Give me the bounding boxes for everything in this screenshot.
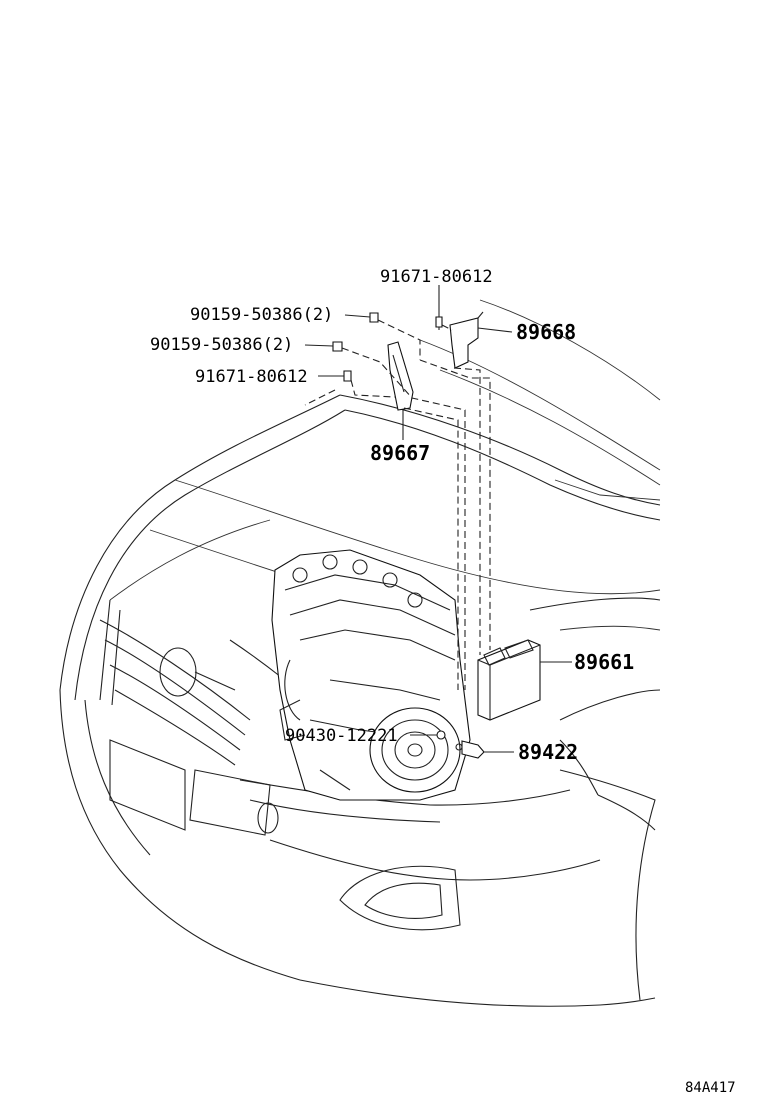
bracket-89667-part — [387, 341, 414, 411]
screw-a — [369, 312, 379, 323]
label-bolt-left: 91671-80612 — [195, 367, 308, 387]
label-bracket-left: 89667 — [370, 441, 430, 465]
label-sensor: 89422 — [518, 740, 578, 764]
leader-lines — [304, 285, 572, 753]
ecu-part — [477, 639, 541, 721]
part-labels: 91671-80612 89668 90159-50386(2) 90159-5… — [150, 267, 736, 1096]
gasket-part — [436, 730, 446, 740]
assembly-lines — [304, 319, 491, 690]
bracket-89668-part — [449, 311, 484, 369]
bolt-left — [343, 370, 352, 382]
label-bracket-right: 89668 — [516, 320, 576, 344]
label-screw-a: 90159-50386(2) — [190, 305, 333, 325]
label-gasket: 90430-12221 — [285, 726, 398, 746]
diagram-code: 84A417 — [685, 1080, 736, 1096]
screw-b — [332, 341, 343, 352]
label-bolt-top: 91671-80612 — [380, 267, 493, 287]
fasteners — [332, 312, 443, 382]
label-screw-b: 90159-50386(2) — [150, 335, 293, 355]
bolt-top — [435, 316, 443, 328]
sensor-part — [455, 740, 485, 759]
label-ecu: 89661 — [574, 650, 634, 674]
engine-assembly — [271, 549, 471, 801]
